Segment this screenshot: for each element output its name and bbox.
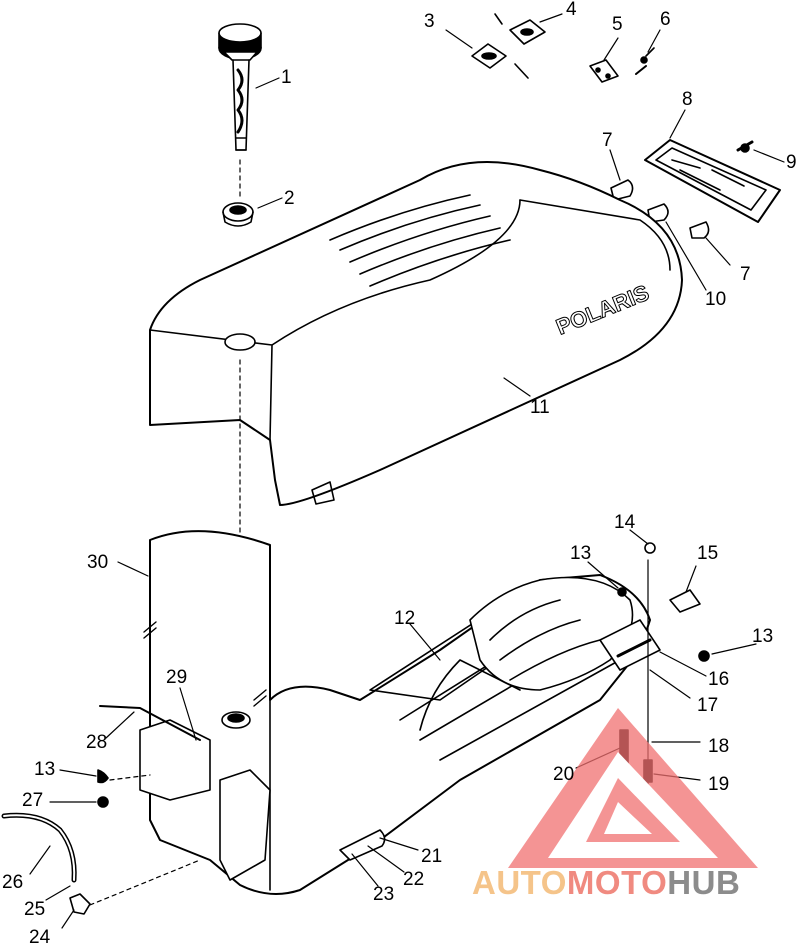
callout-1: 1	[281, 67, 292, 88]
watermark-hub: HUB	[667, 864, 741, 901]
watermark-auto: AUTO	[472, 864, 567, 901]
watermark-brand: AUTOMOTOHUB	[472, 866, 740, 899]
tail-light-assembly	[610, 139, 781, 239]
grommet	[222, 202, 254, 227]
callout-25: 25	[24, 899, 46, 920]
callout-17: 17	[697, 695, 719, 716]
callout-16: 16	[708, 669, 730, 690]
callout-21: 21	[421, 846, 443, 867]
callout-13-right: 13	[752, 626, 774, 647]
callout-3: 3	[424, 11, 435, 32]
callout-19: 19	[708, 774, 730, 795]
callout-8: 8	[682, 89, 693, 110]
callout-11: 11	[530, 397, 550, 418]
callout-26: 26	[2, 872, 24, 893]
callout-7-lower: 7	[740, 264, 751, 285]
callout-4: 4	[566, 0, 577, 20]
callout-6: 6	[660, 9, 671, 30]
watermark-triangle	[508, 708, 758, 868]
callout-12: 12	[394, 608, 416, 629]
callout-30: 30	[87, 552, 109, 573]
callout-9: 9	[786, 152, 797, 173]
callout-22: 22	[403, 869, 425, 890]
fuel-tank-base	[1, 530, 710, 915]
callout-13-upper: 13	[570, 543, 592, 564]
callout-18: 18	[708, 736, 730, 757]
callout-20: 20	[553, 764, 575, 785]
seat-hardware	[471, 13, 655, 83]
fuel-cap-gauge	[218, 23, 262, 201]
callout-2: 2	[284, 188, 295, 209]
watermark-moto: MOTO	[566, 864, 668, 901]
callout-5: 5	[612, 14, 623, 35]
callout-14: 14	[614, 512, 636, 533]
callout-27: 27	[22, 790, 44, 811]
seat: POLARIS	[149, 161, 683, 701]
callout-29: 29	[166, 667, 188, 688]
callout-24: 24	[29, 927, 51, 948]
callout-23: 23	[373, 884, 395, 905]
callout-10: 10	[705, 289, 727, 310]
callout-7-upper: 7	[602, 130, 613, 151]
callout-28: 28	[86, 732, 108, 753]
callout-13-left: 13	[34, 759, 56, 780]
callout-15: 15	[697, 543, 719, 564]
